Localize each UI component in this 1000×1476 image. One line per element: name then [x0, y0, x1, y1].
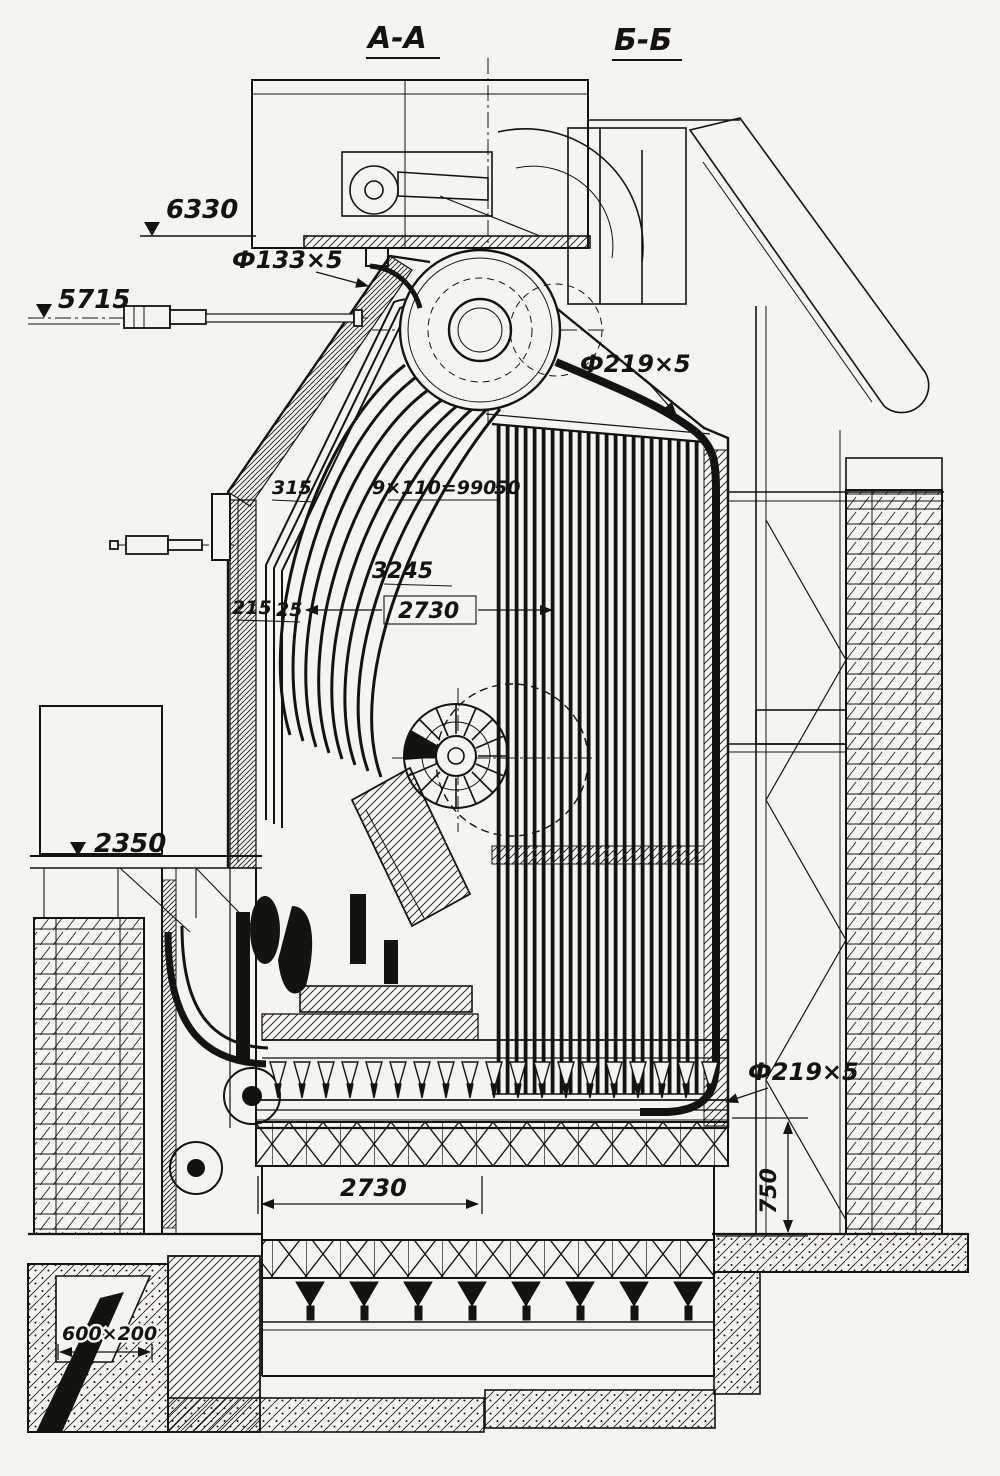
hopper-anchor — [619, 1281, 649, 1307]
dim-2730-grate: 2730 — [340, 1174, 407, 1202]
grate-tooth-tip — [466, 1083, 474, 1099]
grate-tooth — [413, 1061, 431, 1093]
hopper-anchor-stem — [360, 1305, 369, 1321]
grate-tooth-tip — [490, 1083, 498, 1099]
dimension-graphics — [57, 57, 808, 1360]
elevation-5715: 5715 — [58, 285, 130, 315]
hopper-anchor-stem — [576, 1305, 585, 1321]
braced-bands — [255, 1121, 729, 1377]
grate-tooth — [317, 1061, 335, 1093]
dim-750: 750 — [757, 1168, 782, 1214]
hopper-anchor — [295, 1281, 325, 1307]
hopper-anchor-stem — [630, 1305, 639, 1321]
left-platform-ladder — [28, 705, 262, 1236]
grate-tooth-tip — [346, 1083, 354, 1099]
grate-tooth-tip — [514, 1083, 522, 1099]
right-superstructure — [497, 117, 968, 1236]
grate-tooth-tip — [298, 1083, 306, 1099]
grate-tooth-tip — [370, 1083, 378, 1099]
dim-pitch: 9×110=990 — [372, 477, 496, 499]
hopper-anchor-stem — [306, 1305, 315, 1321]
hopper-anchor — [565, 1281, 595, 1307]
pipe-label-f133: Ф133×5 — [232, 246, 343, 274]
elevation-triangle-6330 — [144, 222, 160, 236]
top-housing — [251, 79, 591, 249]
grate-tooth-tip — [418, 1083, 426, 1099]
grate-tooth — [389, 1061, 407, 1093]
hopper-anchor — [673, 1281, 703, 1307]
grate-tooth — [653, 1061, 671, 1093]
grate-tooth-tip — [322, 1083, 330, 1099]
grate-tooth-tip — [634, 1083, 642, 1099]
hopper-anchor — [403, 1281, 433, 1307]
grate-upper — [256, 1013, 728, 1111]
hopper-anchor — [457, 1281, 487, 1307]
grate-tooth — [557, 1061, 575, 1093]
lower-grate-anchors — [295, 1281, 703, 1321]
elevation-2350: 2350 — [94, 829, 166, 859]
hopper-anchor — [349, 1281, 379, 1307]
section-label-bb: Б-Б — [614, 23, 672, 58]
dim-3245: 3245 — [372, 559, 433, 584]
grate-tooth — [269, 1061, 287, 1093]
grate-tooth — [533, 1061, 551, 1093]
grate-tooth — [509, 1061, 527, 1093]
grate-tooth-tip — [442, 1083, 450, 1099]
grate-tooth — [701, 1061, 719, 1093]
grate-tooth-tip — [538, 1083, 546, 1099]
hopper-anchor-stem — [684, 1305, 693, 1321]
grate-tooth — [461, 1061, 479, 1093]
grate-tooth-tip — [274, 1083, 282, 1099]
dim-215: 215 — [232, 597, 272, 619]
grate-tooth-tip — [562, 1083, 570, 1099]
grate-tooth — [605, 1061, 623, 1093]
grate-tooth-tip — [658, 1083, 666, 1099]
grate-tooth-tip — [586, 1083, 594, 1099]
pipe-label-f219-lower: Ф219×5 — [748, 1058, 859, 1086]
hopper-anchor — [511, 1281, 541, 1307]
grate-tooth — [629, 1061, 647, 1093]
grate-tooth — [581, 1061, 599, 1093]
gear-spokes — [404, 704, 508, 808]
hopper-anchor-stem — [414, 1305, 423, 1321]
hopper-anchor-stem — [468, 1305, 477, 1321]
dim-25: 25 — [276, 599, 302, 621]
elevation-marks — [28, 222, 256, 856]
elevation-6330: 6330 — [166, 195, 238, 225]
chute-and-mechanisms — [164, 766, 473, 1195]
grate-tooth — [437, 1061, 455, 1093]
grate-tooth-tip — [394, 1083, 402, 1099]
grate-tooth — [485, 1061, 503, 1093]
dim-50: 50 — [494, 477, 520, 499]
grate-tooth-tip — [610, 1083, 618, 1099]
dim-600x200: 600×200 — [62, 1323, 157, 1345]
grate-tooth — [365, 1061, 383, 1093]
pipe-label-f219-upper: Ф219×5 — [580, 350, 691, 378]
dim-315: 315 — [272, 477, 312, 499]
grate-tooth-tip — [706, 1083, 714, 1099]
hopper-anchor-stem — [522, 1305, 531, 1321]
pipe-fittings — [109, 305, 363, 561]
grate-tooth — [341, 1061, 359, 1093]
grate-tooth — [677, 1061, 695, 1093]
dim-2730-furnace: 2730 — [398, 599, 459, 624]
grate-tooth — [293, 1061, 311, 1093]
section-label-aa: А-А — [366, 21, 427, 56]
text-layer: А-А Б-Б 6330 5715 2350 Ф133×5 Ф219×5 Ф21… — [58, 21, 859, 1348]
steam-drum — [365, 247, 603, 412]
grate-tooth-tip — [682, 1083, 690, 1099]
elevation-triangle-5715 — [36, 304, 52, 318]
grate-teeth — [269, 1061, 719, 1099]
tube-bank — [485, 413, 711, 1095]
rotary-gear-unit — [403, 683, 589, 837]
elevation-triangle-2350 — [70, 842, 86, 856]
